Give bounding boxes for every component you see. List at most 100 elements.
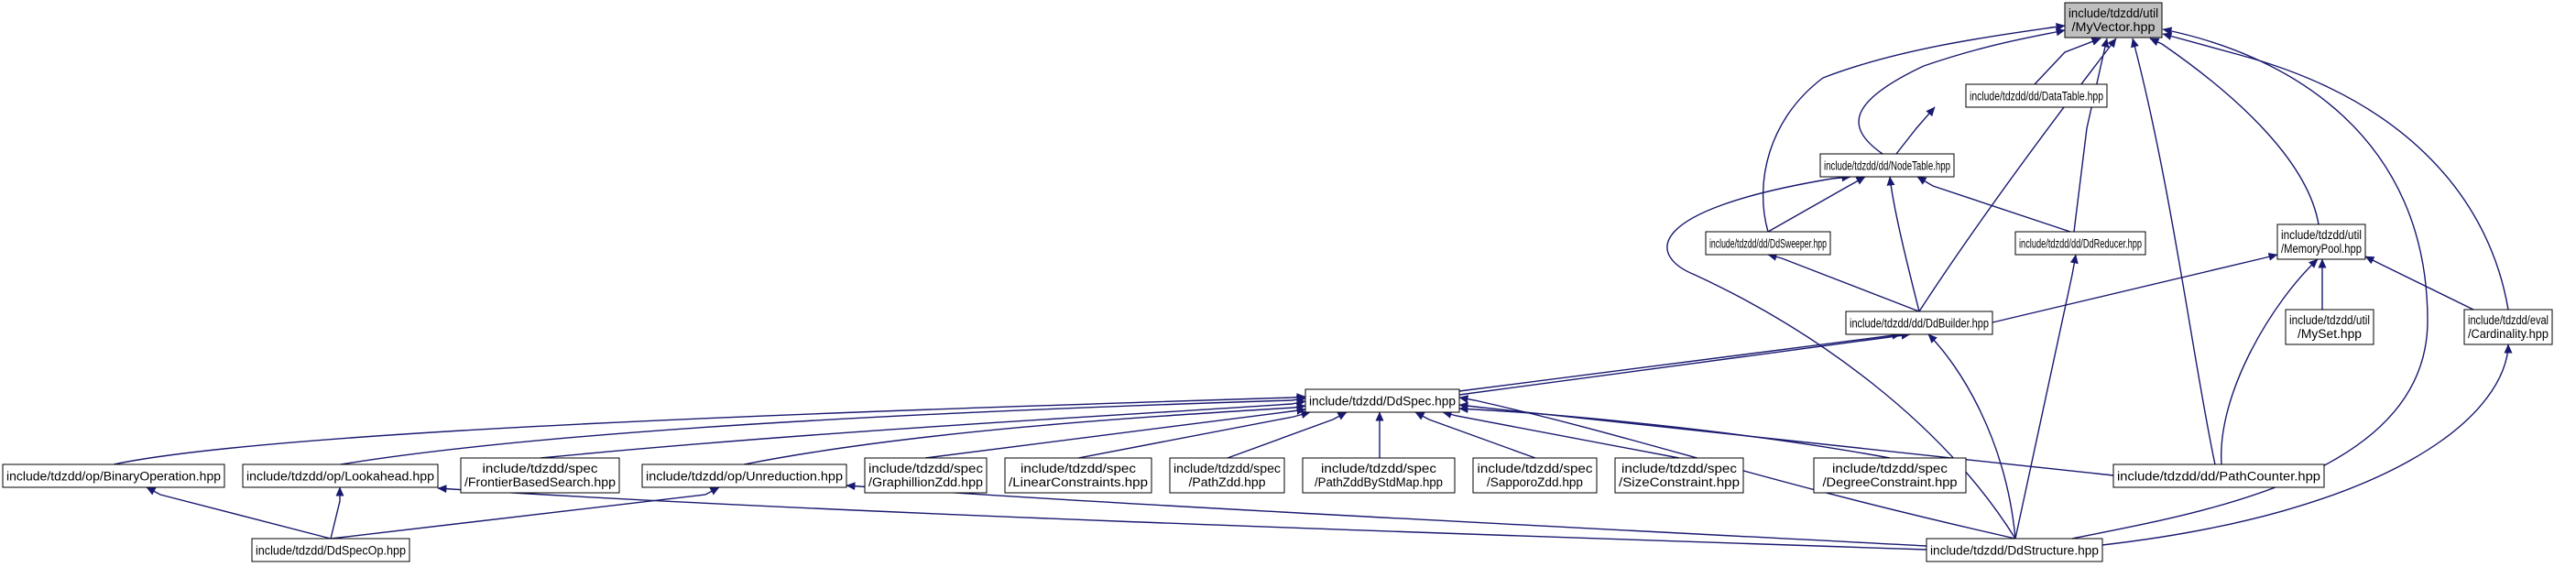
edge-ddstructure-to-nodetable (1666, 173, 2016, 540)
node-label: /LinearConstraints.hpp (1009, 475, 1148, 489)
node-label: include/tdzdd/dd/DdReducer.hpp (2019, 237, 2142, 251)
edge-ddstructure-to-cardinality (2101, 343, 2513, 546)
node-lookahead[interactable]: include/tdzdd/op/Lookahead.hpp (242, 463, 439, 488)
node-label: /Cardinality.hpp (2468, 327, 2549, 341)
edge-cardinality-to-myvector (2162, 32, 2509, 311)
node-ddspecop[interactable]: include/tdzdd/DdSpecOp.hpp (251, 538, 410, 562)
node-ddsweeper[interactable]: include/tdzdd/dd/DdSweeper.hpp (1705, 231, 1831, 256)
edge-degree-to-ddspec (1458, 405, 1891, 459)
edge-nodetable-to-myvector (1858, 27, 2066, 155)
edge-ddstructure-to-myvector (2071, 27, 2429, 540)
edge-ddstructure-to-unreduction (846, 482, 1927, 547)
node-label: include/tdzdd/dd/DataTable.hpp (1970, 90, 2103, 104)
node-label: include/tdzdd/spec (1478, 462, 1593, 475)
edge-ddreducer-to-nodetable (1916, 176, 2071, 233)
node-pathcounter[interactable]: include/tdzdd/dd/PathCounter.hpp (2112, 463, 2325, 488)
edge-ddbuilder-to-ddsweeper (1767, 253, 1920, 312)
edge-memorypool-to-myvector (2149, 38, 2319, 225)
node-label: include/tdzdd/dd/NodeTable.hpp (1824, 159, 1950, 173)
node-frontier[interactable]: include/tdzdd/spec/FrontierBasedSearch.h… (460, 457, 620, 494)
file-nodes: include/tdzdd/util/MyVector.hppinclude/t… (2, 2, 2553, 562)
node-label: /FrontierBasedSearch.hpp (464, 475, 616, 489)
edge-frontier-to-ddspec (540, 398, 1306, 459)
edge-ddspec-to-ddbuilder (1458, 331, 1911, 396)
edge-pathzdd-to-ddspec (1227, 411, 1348, 459)
node-sapporo[interactable]: include/tdzdd/spec/SapporoZdd.hpp (1472, 457, 1598, 494)
node-unreduction[interactable]: include/tdzdd/op/Unreduction.hpp (641, 463, 847, 488)
edge-graphillion-to-ddspec (924, 406, 1306, 459)
edge-ddbuilder-to-nodetable (1886, 176, 1920, 312)
node-pathzddstd[interactable]: include/tdzdd/spec/PathZddByStdMap.hpp (1302, 457, 1456, 494)
edge-ddspecop-to-lookahead (330, 486, 344, 540)
node-label: /DegreeConstraint.hpp (1823, 475, 1958, 489)
node-label: include/tdzdd/dd/PathCounter.hpp (2117, 470, 2320, 484)
node-datatable[interactable]: include/tdzdd/dd/DataTable.hpp (1965, 83, 2108, 108)
node-ddspec[interactable]: include/tdzdd/DdSpec.hpp (1304, 388, 1460, 413)
node-label: /GraphillionZdd.hpp (868, 475, 983, 489)
edge-unreduction-to-ddspec (743, 402, 1306, 465)
node-label: include/tdzdd/util (2289, 313, 2370, 327)
node-label: include/tdzdd/spec (1021, 462, 1136, 475)
edge-linear-to-ddspec (1077, 410, 1311, 459)
edge-sizeconstraint-to-ddspec (1442, 410, 1680, 459)
node-label: /SizeConstraint.hpp (1619, 475, 1740, 489)
node-label: /SapporoZdd.hpp (1487, 475, 1583, 489)
edge-cardinality-to-memorypool (2364, 256, 2474, 311)
edge-pathcounter-to-myvector (2131, 38, 2216, 465)
node-myvector[interactable]: include/tdzdd/util/MyVector.hpp (2064, 2, 2163, 38)
edge-binaryop-to-ddspec (113, 393, 1306, 465)
node-cardinality[interactable]: include/tdzdd/eval/Cardinality.hpp (2463, 309, 2553, 345)
node-label: include/tdzdd/op/BinaryOperation.hpp (6, 470, 221, 484)
edge-ddspecop-to-unreduction (330, 486, 720, 540)
node-label: include/tdzdd/DdStructure.hpp (1930, 544, 2099, 558)
node-label: include/tdzdd/DdSpecOp.hpp (256, 544, 406, 558)
node-pathzdd[interactable]: include/tdzdd/spec/PathZdd.hpp (1169, 457, 1285, 494)
edge-ddbuilder-to-myvector (1918, 38, 2117, 312)
edge-ddspecop-to-binaryop (146, 486, 332, 540)
node-label: include/tdzdd/dd/DdSweeper.hpp (1709, 237, 1827, 251)
node-label: include/tdzdd/DdSpec.hpp (1309, 395, 1456, 409)
edge-ddstructure-to-ddreducer (2014, 254, 2079, 540)
node-sizeconstraint[interactable]: include/tdzdd/spec/SizeConstraint.hpp (1614, 457, 1744, 494)
edge-pathcounter-to-memorypool (2221, 258, 2319, 465)
node-label: /MySet.hpp (2298, 327, 2362, 341)
node-label: include/tdzdd/spec (1173, 462, 1281, 475)
edge-ddbuilder-to-memorypool (1992, 252, 2278, 323)
node-label: include/tdzdd/spec (483, 462, 598, 475)
node-label: /PathZddByStdMap.hpp (1315, 475, 1443, 489)
node-ddbuilder[interactable]: include/tdzdd/dd/DdBuilder.hpp (1845, 311, 1993, 335)
node-label: include/tdzdd/op/Unreduction.hpp (646, 470, 843, 484)
edge-pathcounter-to-ddspec (1458, 401, 2114, 476)
node-degree[interactable]: include/tdzdd/spec/DegreeConstraint.hpp (1813, 457, 1967, 494)
node-label: include/tdzdd/spec (1832, 462, 1948, 475)
edge-ddstructure-to-lookahead (437, 485, 1927, 551)
node-ddreducer[interactable]: include/tdzdd/dd/DdReducer.hpp (2014, 231, 2146, 256)
node-label: include/tdzdd/dd/DdBuilder.hpp (1850, 317, 1989, 331)
node-label: /MyVector.hpp (2072, 20, 2156, 34)
node-label: include/tdzdd/util (2281, 228, 2362, 242)
node-label: /MemoryPool.hpp (2281, 242, 2362, 256)
edge-ddsweeper-to-myvector (1762, 22, 2066, 233)
edge-ddsweeper-to-nodetable (1767, 176, 1866, 233)
node-graphillion[interactable]: include/tdzdd/spec/GraphillionZdd.hpp (864, 457, 988, 494)
edge-sapporo-to-ddspec (1414, 411, 1536, 459)
node-nodetable[interactable]: include/tdzdd/dd/NodeTable.hpp (1819, 153, 1955, 178)
node-linear[interactable]: include/tdzdd/spec/LinearConstraints.hpp (1004, 457, 1152, 494)
node-ddstructure[interactable]: include/tdzdd/DdStructure.hpp (1926, 538, 2103, 562)
node-label: include/tdzdd/spec (868, 462, 983, 475)
edge-ddspec-to-ddbuilder (1458, 331, 1902, 392)
node-myset[interactable]: include/tdzdd/util/MySet.hpp (2285, 309, 2374, 345)
node-label: include/tdzdd/spec (1321, 462, 1436, 475)
edge-lookahead-to-ddspec (340, 395, 1306, 465)
node-label: include/tdzdd/spec (1621, 462, 1737, 475)
edge-datatable-to-myvector (2034, 38, 2101, 85)
node-label: include/tdzdd/util (2068, 6, 2158, 20)
node-label: /PathZdd.hpp (1189, 475, 1266, 489)
node-binaryop[interactable]: include/tdzdd/op/BinaryOperation.hpp (2, 463, 225, 488)
edge-nodetable-to-datatable (1895, 106, 1936, 155)
edge-ddstructure-to-ddbuilder (1927, 333, 2016, 540)
node-memorypool[interactable]: include/tdzdd/util/MemoryPool.hpp (2276, 224, 2366, 260)
node-label: include/tdzdd/eval (2468, 313, 2549, 327)
edge-ddreducer-to-myvector (2073, 38, 2110, 233)
